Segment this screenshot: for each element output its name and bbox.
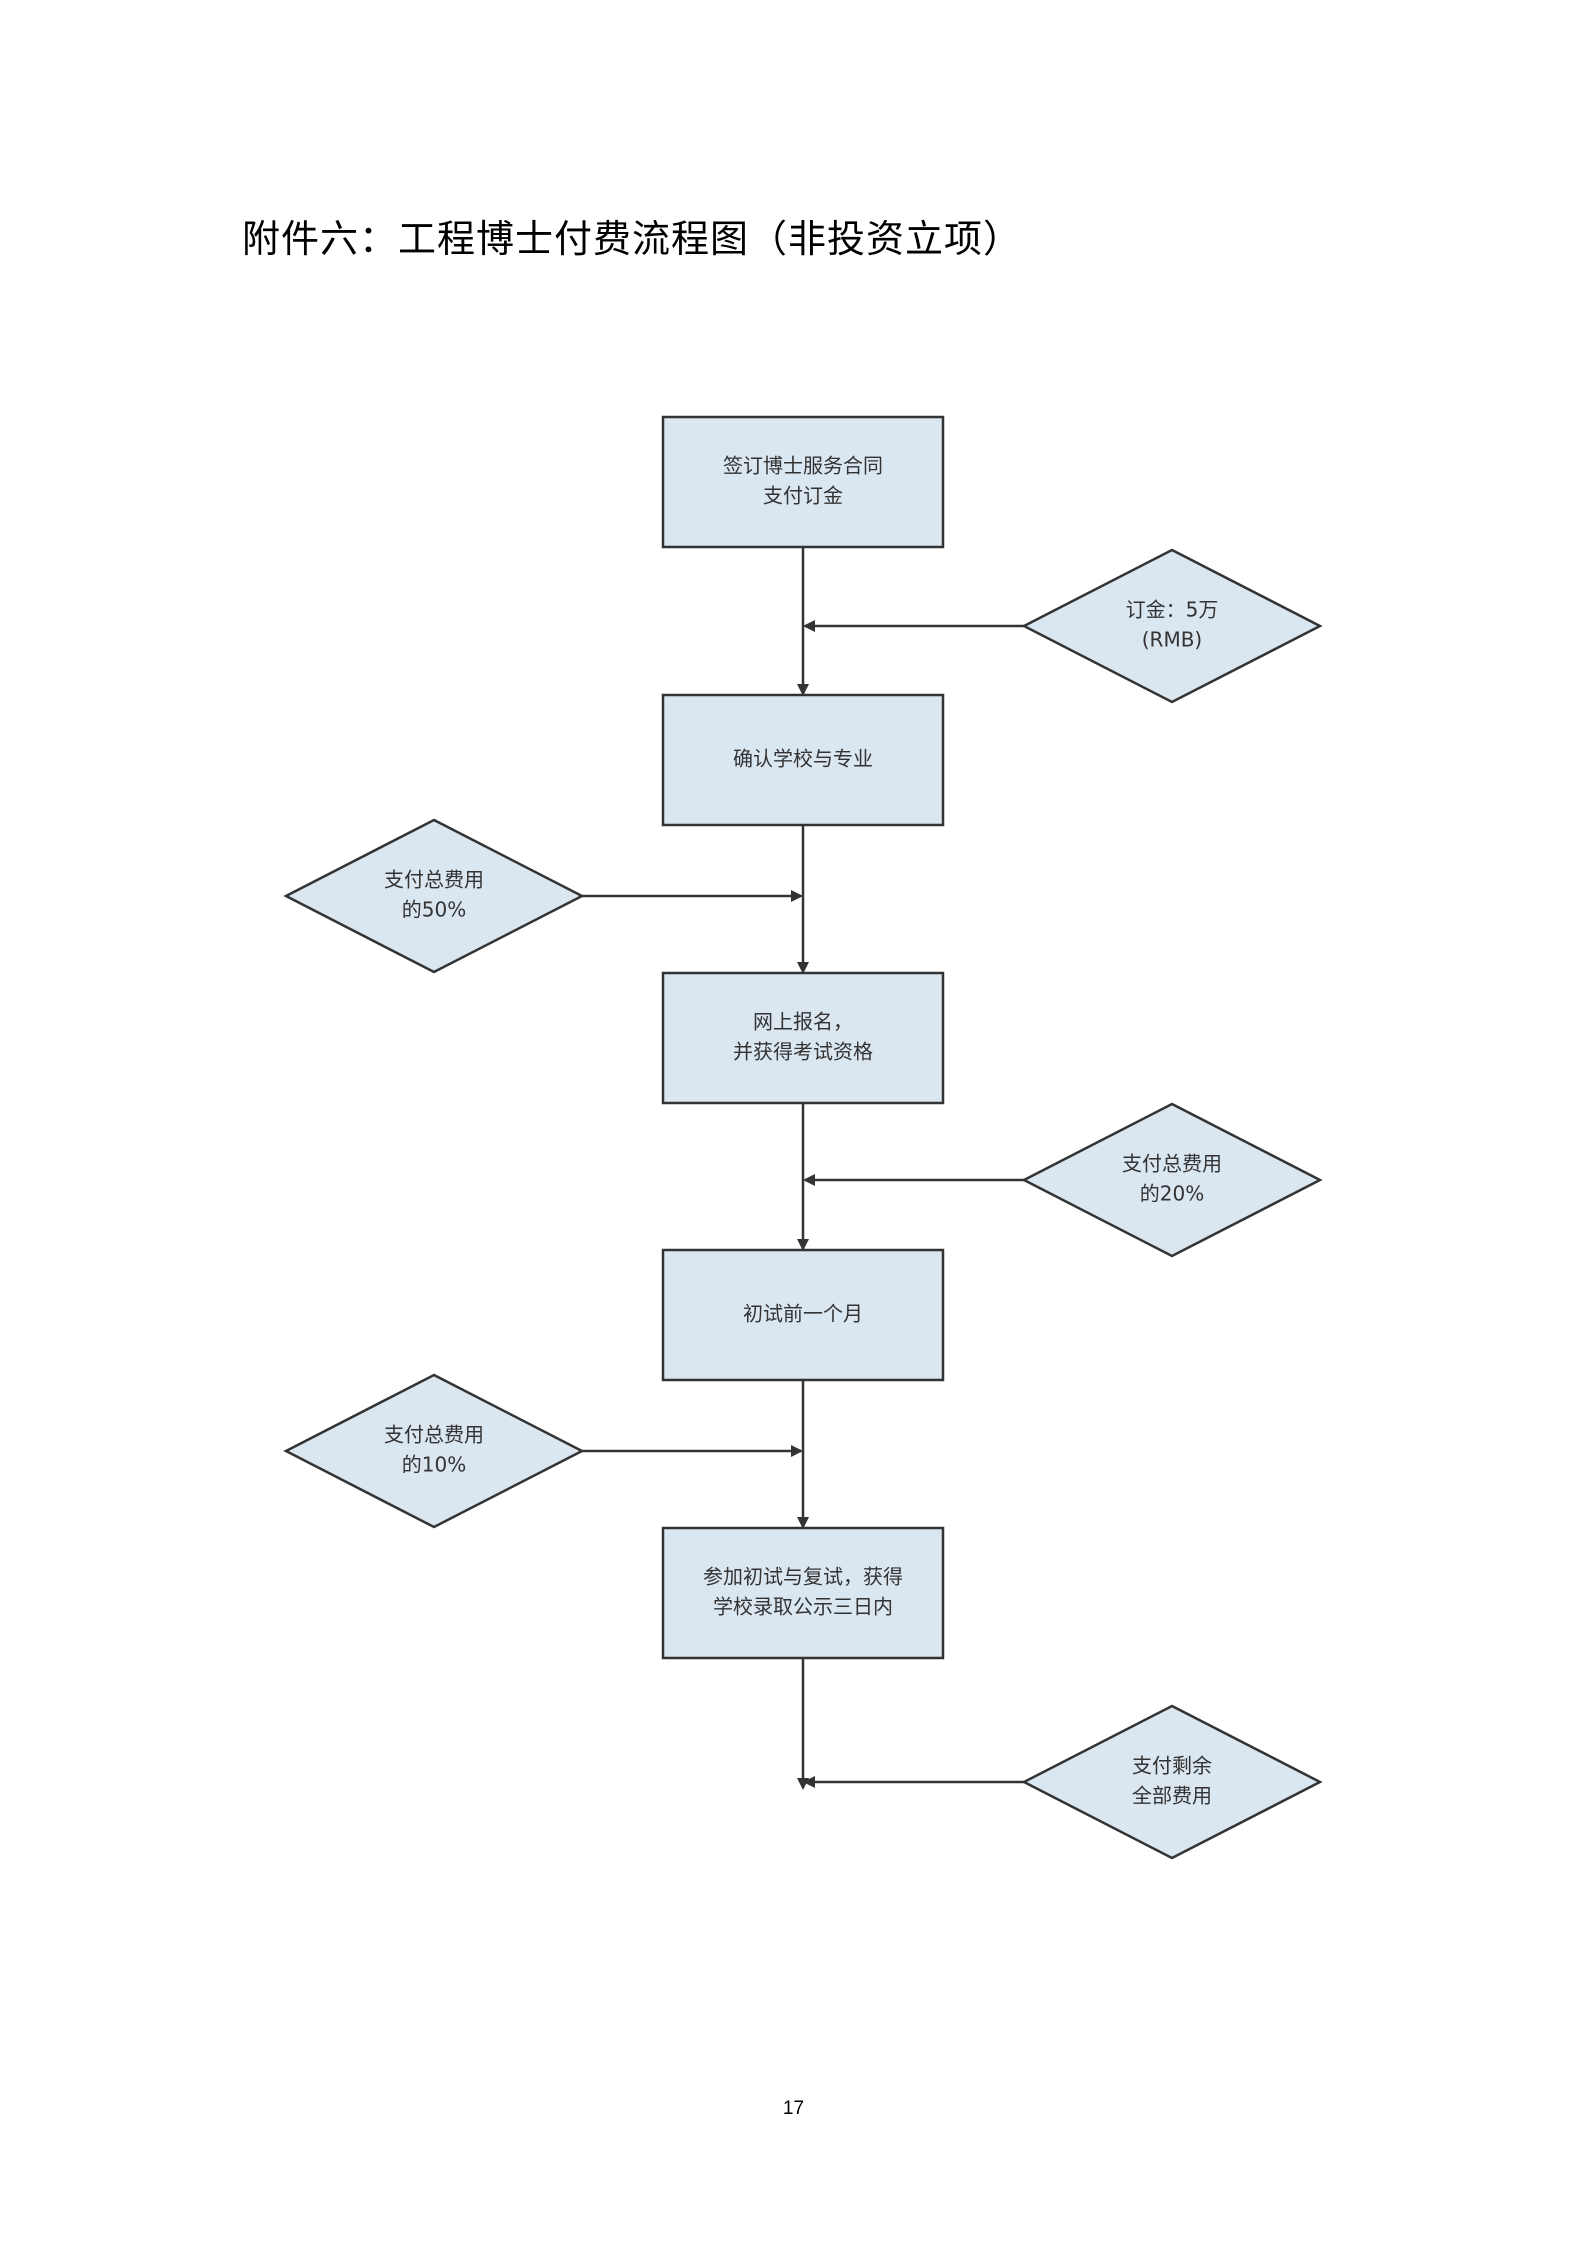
payment-node-4-label-line-2: 的10% (402, 1453, 466, 1477)
process-box (661, 1248, 945, 1382)
process-box (661, 415, 945, 549)
payment-node-1-label-line-1: 订金：5万 (1126, 598, 1219, 622)
process-step-2: 确认学校与专业 (661, 693, 945, 827)
payment-node-2-label-line-1: 支付总费用 (384, 868, 484, 892)
process-step-4: 初试前一个月 (661, 1248, 945, 1382)
connectors-layer (582, 547, 1024, 1790)
page-number: 17 (782, 2098, 805, 2119)
process-step-1-label-line-2: 支付订金 (763, 484, 843, 508)
process-box (661, 971, 945, 1105)
process-step-3-label-line-1: 网上报名， (753, 1010, 853, 1034)
process-box (661, 693, 945, 827)
payment-node-1-label-line-2: (RMB) (1142, 628, 1202, 652)
process-step-1-label-line-1: 签订博士服务合同 (723, 454, 883, 478)
process-step-3: 网上报名， 并获得考试资格 (661, 971, 945, 1105)
payment-node-5-label-line-2: 全部费用 (1132, 1784, 1212, 1808)
process-step-5-label-line-2: 学校录取公示三日内 (713, 1595, 893, 1619)
payment-diamond (283, 1373, 585, 1529)
process-step-4-label-line-1: 初试前一个月 (743, 1302, 863, 1326)
payment-node-3-label-line-2: 的20% (1140, 1182, 1204, 1206)
process-step-5-label-line-1: 参加初试与复试，获得 (703, 1565, 903, 1589)
process-box (661, 1526, 945, 1660)
payment-node-4-label-line-1: 支付总费用 (384, 1423, 484, 1447)
payment-node-1: 订金：5万 (RMB) (1021, 548, 1323, 704)
payment-diamond (1021, 548, 1323, 704)
process-step-2-label-line-1: 确认学校与专业 (733, 747, 873, 771)
payment-node-2-label-line-2: 的50% (402, 898, 466, 922)
payment-diamond (283, 818, 585, 974)
payment-node-3-label-line-1: 支付总费用 (1122, 1152, 1222, 1176)
payment-diamond (1021, 1102, 1323, 1258)
page-title: 附件六：工程博士付费流程图（非投资立项） (242, 217, 1023, 261)
payment-diamond (1021, 1704, 1323, 1860)
payment-node-5-label-line-1: 支付剩余 (1132, 1754, 1212, 1778)
process-step-3-label-line-2: 并获得考试资格 (733, 1040, 873, 1064)
